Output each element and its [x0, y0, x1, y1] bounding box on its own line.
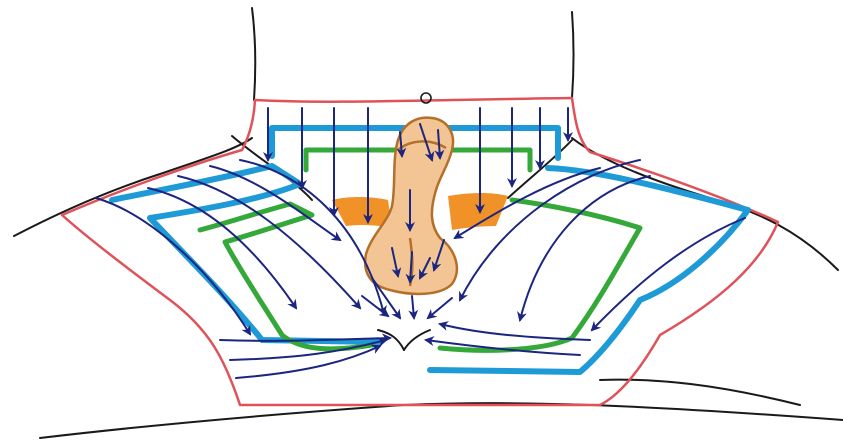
drainage-arrow: [412, 296, 414, 318]
drainage-arrow: [236, 346, 380, 378]
left-torso-line: [252, 8, 255, 100]
right-buttock-line: [600, 380, 800, 405]
right-torso-line: [572, 12, 574, 98]
drainage-arrow: [96, 198, 250, 334]
blue-band-left: [112, 166, 380, 342]
drainage-arrow: [428, 298, 452, 318]
drainage-arrow: [362, 296, 388, 316]
left-thigh-bottom: [40, 405, 404, 438]
drainage-arrow: [240, 160, 384, 314]
